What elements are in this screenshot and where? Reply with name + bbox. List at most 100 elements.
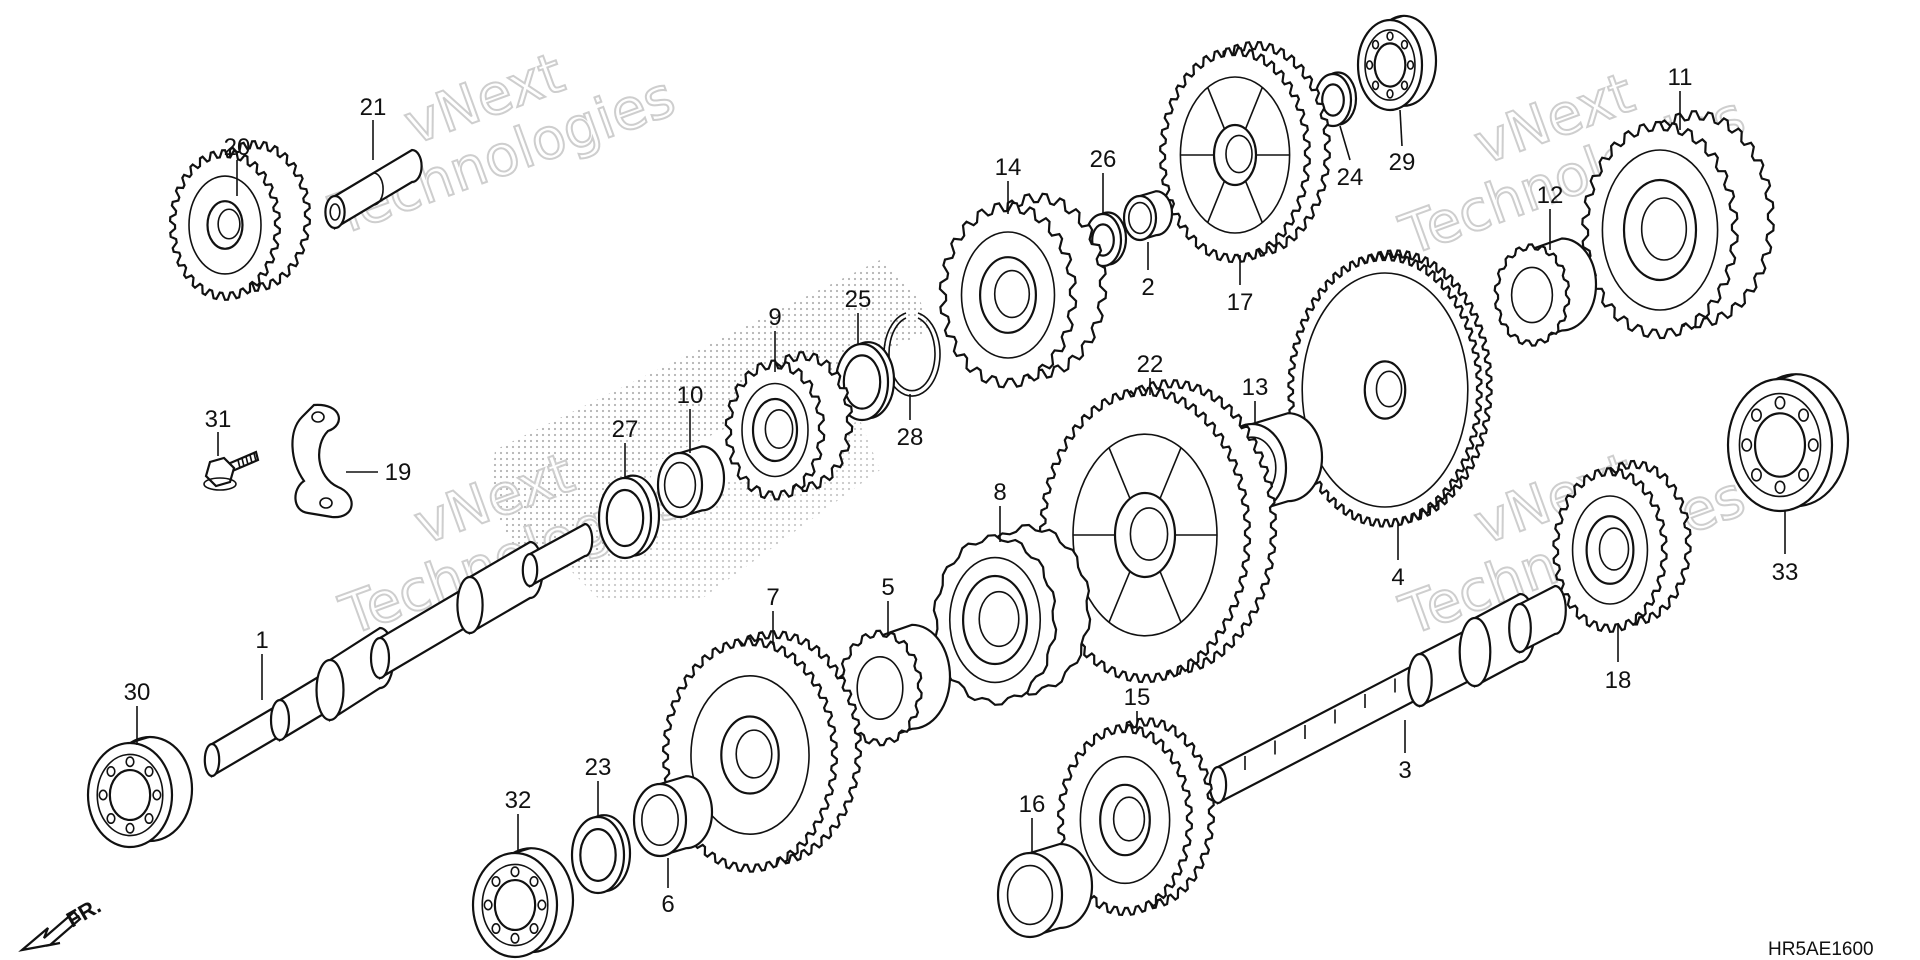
callout-part-14: 14 <box>995 154 1022 214</box>
callout-part-20: 20 <box>224 134 251 196</box>
callout-part-27: 27 <box>612 416 638 478</box>
part-number-label: 20 <box>224 134 251 161</box>
front-direction-indicator: FR. <box>18 893 105 952</box>
part-number-label: 13 <box>1242 374 1269 401</box>
part-number-label: 32 <box>505 787 532 814</box>
callout-part-9: 9 <box>768 304 782 372</box>
part-6-bearing <box>632 775 714 858</box>
part-number-label: 21 <box>360 94 387 121</box>
callout-part-23: 23 <box>585 754 612 817</box>
callout-part-7: 7 <box>766 584 780 645</box>
callout-part-12: 12 <box>1537 182 1564 250</box>
part-19-plate <box>291 403 353 519</box>
callout-part-32: 32 <box>505 787 532 853</box>
part-number-label: 8 <box>993 479 1006 506</box>
callout-part-28: 28 <box>897 394 924 451</box>
callout-part-2: 2 <box>1141 242 1155 301</box>
callout-part-19: 19 <box>346 459 411 486</box>
part-number-label: 12 <box>1537 182 1564 209</box>
part-15-gear <box>1056 717 1216 917</box>
part-33-ball-bearing <box>1726 373 1850 513</box>
callout-part-30: 30 <box>124 679 151 745</box>
part-number-label: 19 <box>385 459 412 486</box>
callout-part-5: 5 <box>881 574 895 636</box>
part-number-label: 14 <box>995 154 1022 181</box>
part-number-label: 5 <box>881 574 894 601</box>
part-3-shaft <box>1208 584 1567 805</box>
part-10-bushing <box>656 445 726 519</box>
part-number-label: 31 <box>205 406 232 433</box>
callout-part-6: 6 <box>661 858 675 918</box>
part-18-gear <box>1552 459 1692 633</box>
parts-layer <box>86 14 1850 959</box>
part-1-shaft <box>203 522 594 778</box>
part-number-label: 10 <box>677 382 704 409</box>
callout-part-17: 17 <box>1227 255 1254 316</box>
part-number-label: 17 <box>1227 289 1254 316</box>
part-11-gear <box>1581 110 1775 340</box>
part-2-bushing <box>1122 190 1174 242</box>
callout-part-4: 4 <box>1391 522 1405 591</box>
part-12-gear <box>1493 237 1598 347</box>
callout-part-13: 13 <box>1242 374 1269 424</box>
part-32-ball-bearing <box>471 847 575 959</box>
part-number-label: 23 <box>585 754 612 781</box>
callout-part-26: 26 <box>1090 146 1117 214</box>
diagram-code: HR5AE1600 <box>1768 939 1874 960</box>
part-25-washer <box>834 341 896 422</box>
callout-part-25: 25 <box>845 286 872 344</box>
part-28-circlip <box>883 312 941 397</box>
leader-line <box>1339 125 1351 161</box>
callout-part-22: 22 <box>1137 351 1164 395</box>
part-14-gear <box>938 192 1108 389</box>
part-number-label: 30 <box>124 679 151 706</box>
part-number-label: 33 <box>1772 559 1799 586</box>
part-number-label: 26 <box>1090 146 1117 173</box>
part-number-label: 4 <box>1391 564 1404 591</box>
leader-line <box>1399 109 1403 147</box>
callout-part-21: 21 <box>360 94 387 160</box>
callout-part-24: 24 <box>1337 125 1364 191</box>
part-number-label: 7 <box>766 584 779 611</box>
part-number-label: 11 <box>1668 64 1693 91</box>
part-number-label: 6 <box>661 891 674 918</box>
part-27-washer <box>597 474 661 560</box>
part-number-label: 28 <box>897 424 924 451</box>
part-number-label: 3 <box>1398 757 1411 784</box>
part-number-label: 18 <box>1605 667 1632 694</box>
part-number-label: 29 <box>1389 149 1416 176</box>
part-number-label: 25 <box>845 286 872 313</box>
callout-part-16: 16 <box>1019 791 1046 854</box>
part-16-bushing <box>996 842 1094 939</box>
part-21-pin <box>324 148 423 230</box>
callout-part-15: 15 <box>1124 684 1151 732</box>
part-31-bolt <box>203 450 260 491</box>
part-23-washer <box>570 814 632 895</box>
part-number-label: 24 <box>1337 164 1364 191</box>
part-4-gear <box>1287 249 1493 528</box>
part-number-label: 22 <box>1137 351 1164 378</box>
part-number-label: 16 <box>1019 791 1046 818</box>
callout-part-31: 31 <box>205 406 232 456</box>
part-number-label: 15 <box>1124 684 1151 711</box>
part-5-gear <box>837 623 952 747</box>
part-22-gear <box>1038 379 1278 684</box>
part-29-ball-bearing <box>1356 14 1438 112</box>
part-number-label: 1 <box>255 627 268 654</box>
callout-part-29: 29 <box>1389 109 1416 176</box>
callout-part-8: 8 <box>993 479 1007 542</box>
front-arrow-icon <box>18 910 82 952</box>
part-20-gear <box>168 140 312 301</box>
part-24-washer <box>1313 71 1358 128</box>
part-17-gear <box>1159 40 1331 264</box>
callout-part-3: 3 <box>1398 720 1412 784</box>
callout-part-33: 33 <box>1772 510 1799 586</box>
callout-part-11: 11 <box>1668 64 1693 130</box>
callout-part-18: 18 <box>1605 625 1632 694</box>
callout-part-10: 10 <box>677 382 704 453</box>
callout-layer: 1234567891011121314151617181920212223242… <box>124 64 1799 918</box>
part-number-label: 2 <box>1141 274 1154 301</box>
part-9-gear <box>724 351 854 501</box>
